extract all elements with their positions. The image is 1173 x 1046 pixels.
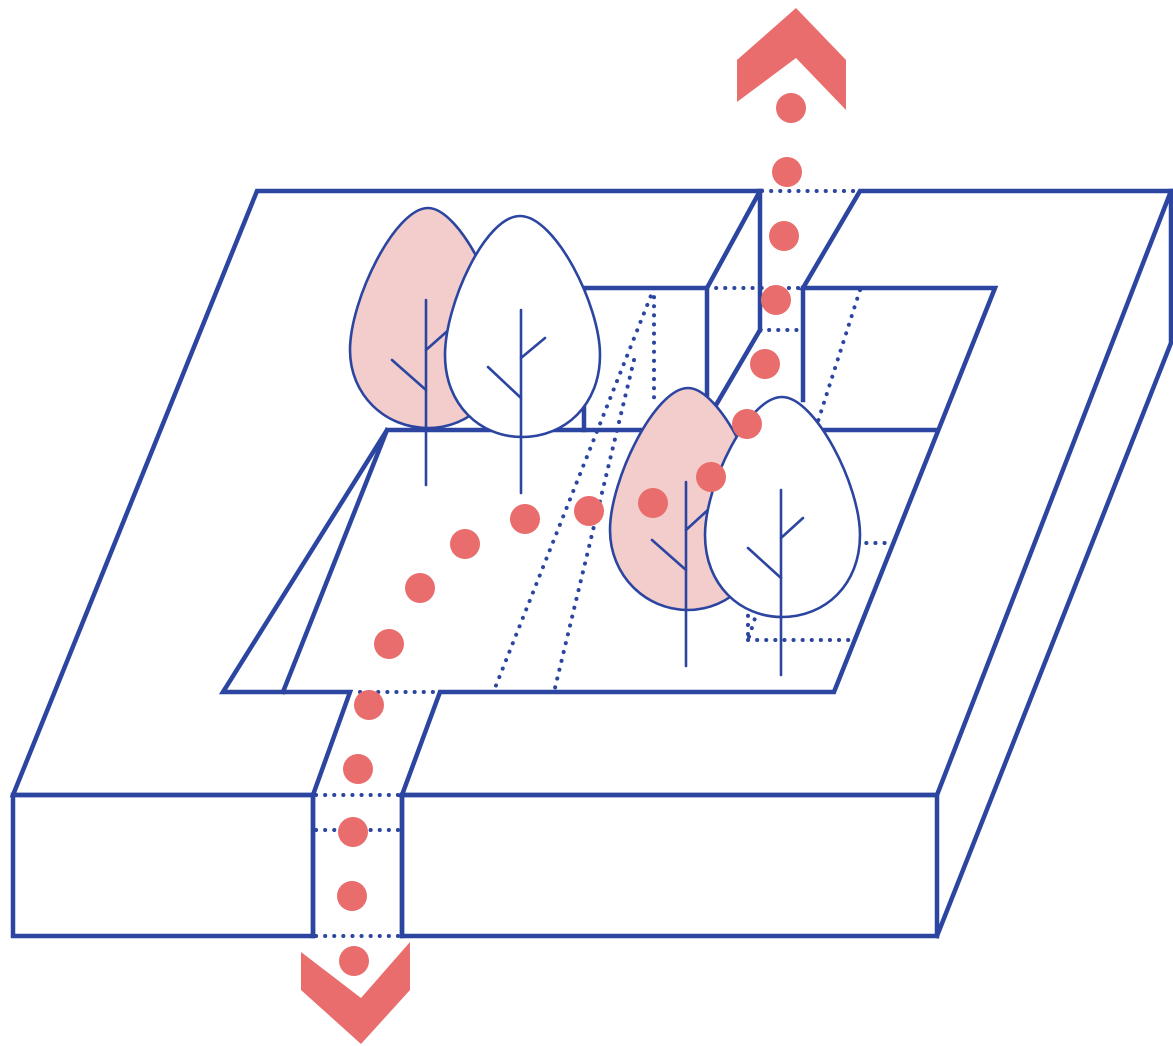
path-dot <box>574 496 604 526</box>
path-dot <box>696 462 726 492</box>
path-dot <box>638 488 668 518</box>
chevron-up-icon <box>737 8 846 110</box>
platform-front-right <box>399 792 940 939</box>
path-dot <box>750 349 780 379</box>
passage-top-slope-2 <box>712 326 764 409</box>
tree-branch <box>390 358 428 392</box>
path-dot <box>337 881 367 911</box>
chevron-down-icon <box>301 942 410 1044</box>
tree-branch <box>684 506 712 532</box>
tree-branch <box>650 538 688 572</box>
courtyard-inner-edge <box>280 427 390 695</box>
path-dot <box>776 93 806 123</box>
tree-branch <box>486 365 523 400</box>
platform-top-face-right <box>398 188 1173 798</box>
path-dot <box>769 221 799 251</box>
dotted-guide <box>553 358 636 690</box>
tree-white-back <box>443 214 602 495</box>
tree-branch <box>519 336 547 360</box>
platform-front-left <box>10 792 316 939</box>
path-dot <box>510 504 540 534</box>
path-dot <box>338 817 368 847</box>
path-dot <box>339 946 369 976</box>
path-dot <box>772 157 802 187</box>
tree-branch <box>746 546 783 580</box>
path-dot <box>405 573 435 603</box>
walking-path <box>337 93 806 976</box>
path-dot <box>761 285 791 315</box>
path-dot <box>450 529 480 559</box>
path-dot <box>354 690 384 720</box>
platform-block <box>9 188 1173 939</box>
path-dot <box>732 409 762 439</box>
path-dot <box>343 754 373 784</box>
dotted-guide <box>493 286 656 690</box>
platform-side-right <box>934 188 1173 939</box>
path-dot <box>374 629 404 659</box>
tree-branch <box>779 516 805 540</box>
